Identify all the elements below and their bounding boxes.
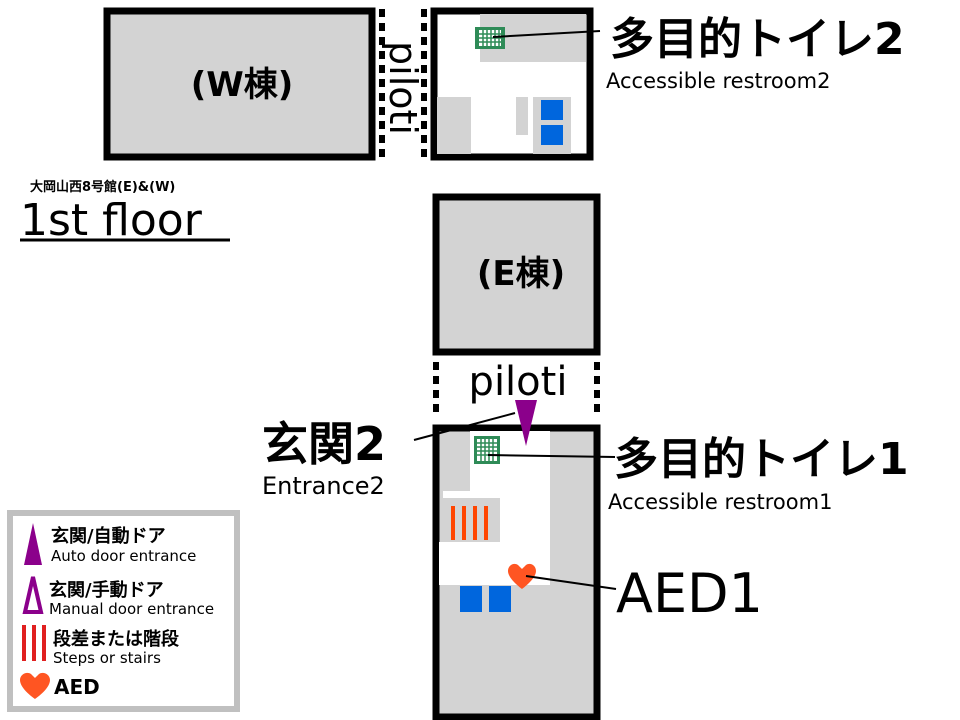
entrance2-label-jp: 玄関2 xyxy=(262,417,386,471)
legend-manual-door-en: Manual door entrance xyxy=(49,600,214,618)
restroom2-label-en: Accessible restroom2 xyxy=(606,69,830,93)
restroom1-label-jp: 多目的トイレ1 xyxy=(614,434,909,485)
restroom2-leader xyxy=(492,30,601,38)
east-building-label: (E棟) xyxy=(477,254,565,294)
legend-aed-label: AED xyxy=(54,675,100,699)
aed-heart-icon xyxy=(20,672,50,699)
elevator-icon xyxy=(541,100,563,120)
manual-door-icon xyxy=(22,576,44,614)
restroom2-label-jp: 多目的トイレ2 xyxy=(610,14,905,65)
legend-item-aed: AED xyxy=(20,672,100,699)
legend-manual-door-jp: 玄関/手動ドア xyxy=(49,579,164,601)
south-wing xyxy=(432,424,601,720)
piloti-top: piloti xyxy=(379,9,427,160)
entrance2-auto-door-icon[interactable] xyxy=(515,400,537,446)
elevator-icon xyxy=(541,125,563,145)
west-building xyxy=(103,7,376,161)
stairs-icon xyxy=(22,625,46,661)
floor-title: 1st floor xyxy=(20,195,203,246)
legend-item-auto-door: 玄関/自動ドア Auto door entrance xyxy=(24,523,196,565)
piloti-top-label: piloti xyxy=(381,41,425,135)
piloti-middle: piloti xyxy=(433,359,600,415)
restroom1-label-en: Accessible restroom1 xyxy=(608,490,832,514)
elevator-icon xyxy=(489,586,511,612)
restroom2-icon xyxy=(475,27,505,49)
aed1-label: AED1 xyxy=(616,562,763,625)
piloti-middle-label: piloti xyxy=(469,359,568,405)
east-building xyxy=(432,193,601,356)
elevator-icon xyxy=(460,586,482,612)
west-building-label: (W棟) xyxy=(191,65,294,105)
legend-stairs-jp: 段差または階段 xyxy=(53,628,180,650)
legend-auto-door-en: Auto door entrance xyxy=(51,547,196,565)
restroom1-icon xyxy=(474,436,500,464)
entrance2-leader xyxy=(413,412,516,441)
legend-item-manual-door: 玄関/手動ドア Manual door entrance xyxy=(22,576,214,618)
aed-heart-icon xyxy=(508,563,536,589)
entrance2-label-en: Entrance2 xyxy=(262,472,385,500)
legend-item-stairs: 段差または階段 Steps or stairs xyxy=(22,625,180,667)
legend-stairs-en: Steps or stairs xyxy=(53,649,161,667)
stairs-icon xyxy=(451,506,488,540)
auto-door-icon xyxy=(24,523,42,565)
restroom1-leader xyxy=(487,454,616,458)
building-name: 大岡山西8号館(E)&(W) xyxy=(30,179,175,195)
aed1-leader xyxy=(525,575,617,590)
legend: 玄関/自動ドア Auto door entrance 玄関/手動ドア Manua… xyxy=(7,510,240,712)
legend-auto-door-jp: 玄関/自動ドア xyxy=(51,525,166,547)
